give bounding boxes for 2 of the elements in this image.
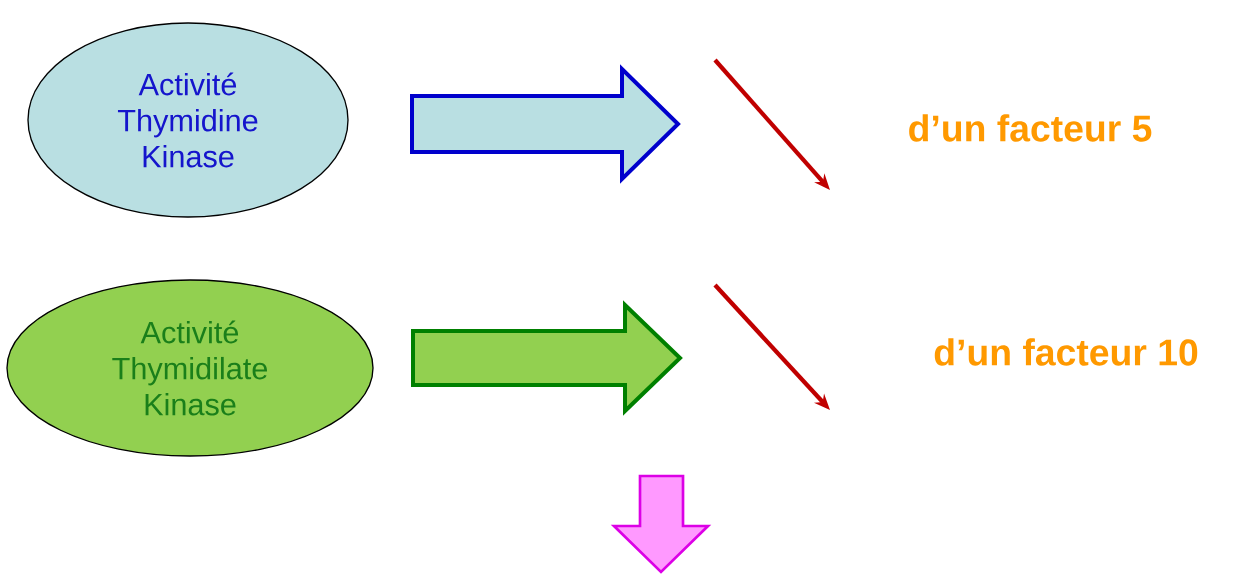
- factor-label: d’un facteur 5: [909, 114, 1152, 142]
- factor-label: d’un facteur 10: [934, 338, 1198, 366]
